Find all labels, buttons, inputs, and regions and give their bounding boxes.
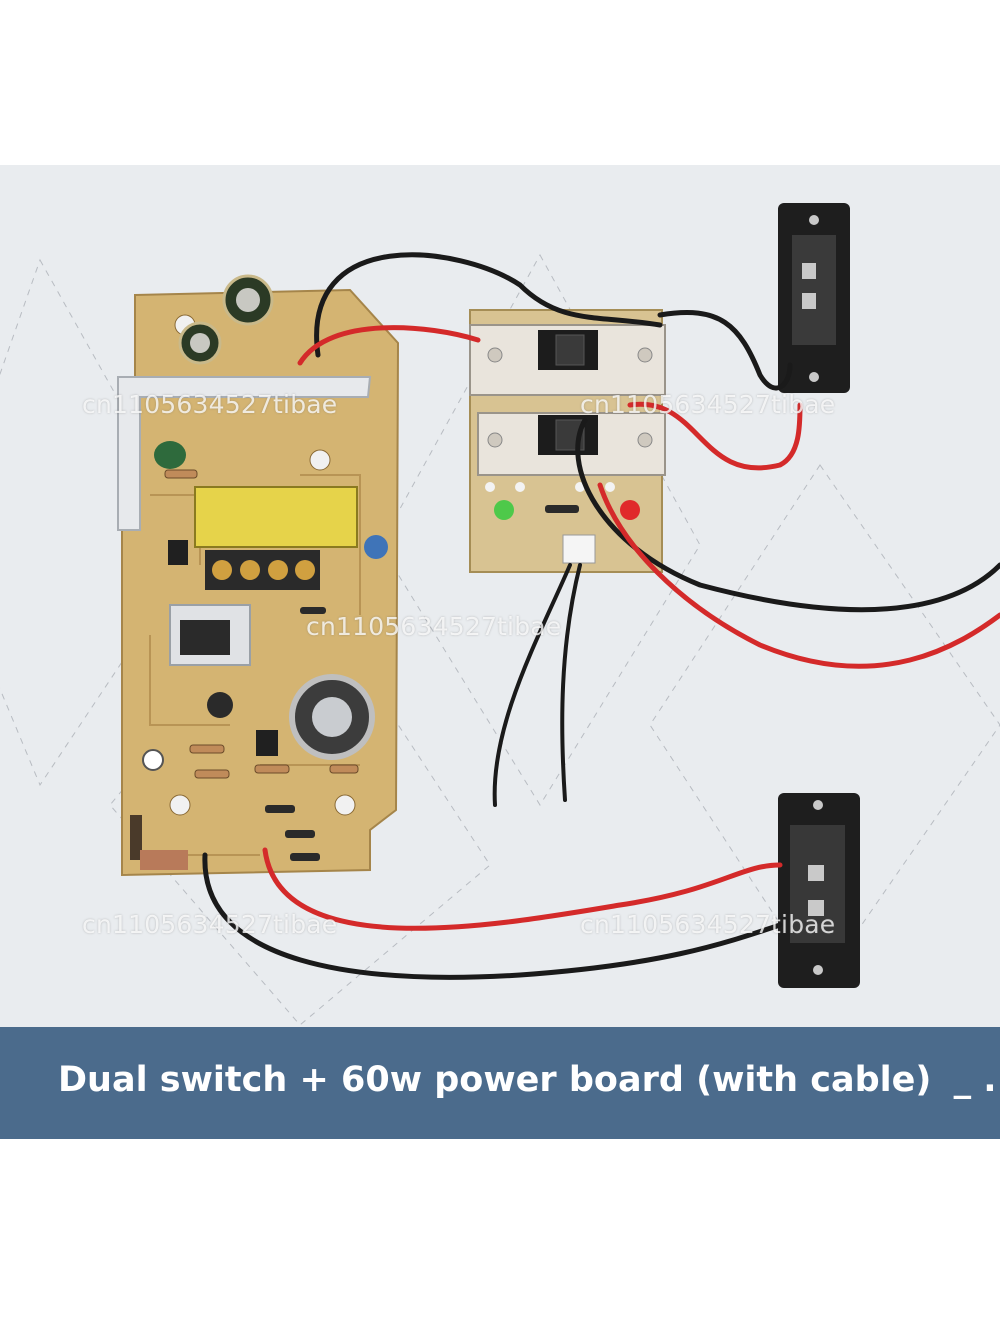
watermark-text: cn1105634527tibae (580, 910, 836, 939)
dc-socket-top (778, 203, 850, 393)
wires (202, 252, 1000, 980)
product-caption: Dual switch + 60w power board (with cabl… (58, 1060, 932, 1100)
power-board-illustration (0, 203, 1000, 1026)
watermark-text: cn1105634527tibae (82, 390, 338, 419)
switch-board (469, 309, 666, 573)
caption-suffix: _ . (953, 1060, 997, 1100)
dc-socket-bottom (778, 793, 860, 988)
product-photo: cn1105634527tibae cn1105634527tibae cn11… (0, 165, 1000, 1027)
watermark-text: cn1105634527tibae (82, 910, 338, 939)
watermark-text: cn1105634527tibae (580, 390, 836, 419)
caption-banner (0, 1027, 1000, 1139)
caption-text-row: Dual switch + 60w power board (with cabl… (58, 1060, 997, 1100)
watermark-text: cn1105634527tibae (306, 612, 562, 641)
main-pcb (117, 274, 400, 877)
